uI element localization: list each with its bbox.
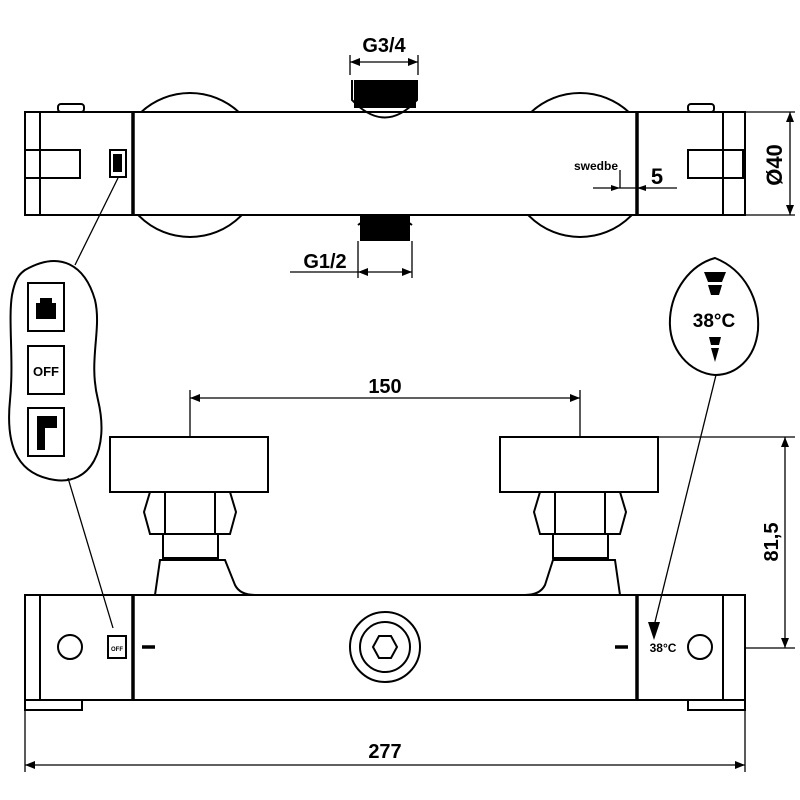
- brand-mark: swedbe: [574, 159, 618, 173]
- top-view: G3/4 G1/2 Ø40 swedbe 5: [24, 35, 795, 278]
- off-label: OFF: [33, 364, 59, 379]
- body-off-label: OFF: [111, 647, 123, 653]
- left-nut: [142, 491, 238, 559]
- right-nut: [532, 491, 628, 559]
- off-button: OFF: [27, 345, 65, 395]
- off-button-small: [109, 149, 127, 178]
- right-mount-hole: [687, 634, 713, 660]
- shower-head-button: [27, 282, 65, 332]
- centre-plug: [349, 611, 421, 683]
- body-shoulders: [133, 559, 637, 596]
- left-mount-hole: [57, 634, 83, 660]
- left-handle: [109, 436, 269, 493]
- diameter-label: Ø40: [762, 144, 787, 186]
- offset-label: 5: [651, 164, 663, 189]
- temp-label: 38°C: [693, 311, 736, 332]
- button-callout: OFF: [8, 177, 119, 629]
- right-lever: [687, 149, 744, 179]
- hand-shower-button: [27, 407, 65, 457]
- overall-length-label: 277: [368, 741, 401, 763]
- left-lever: [24, 149, 81, 179]
- body-temp-label: 38°C: [650, 641, 677, 655]
- centre-distance-label: 150: [368, 376, 401, 398]
- g12-label: G1/2: [303, 251, 346, 273]
- outlet-thread: G3/4: [349, 35, 419, 119]
- front-view: 150 OFF 38°C: [24, 376, 795, 772]
- right-handle: [499, 436, 659, 493]
- g34-label: G3/4: [362, 35, 406, 57]
- height-label: 81,5: [761, 523, 783, 562]
- inlet-thread: G1/2: [290, 214, 413, 278]
- temperature-callout: 38°C: [654, 256, 760, 623]
